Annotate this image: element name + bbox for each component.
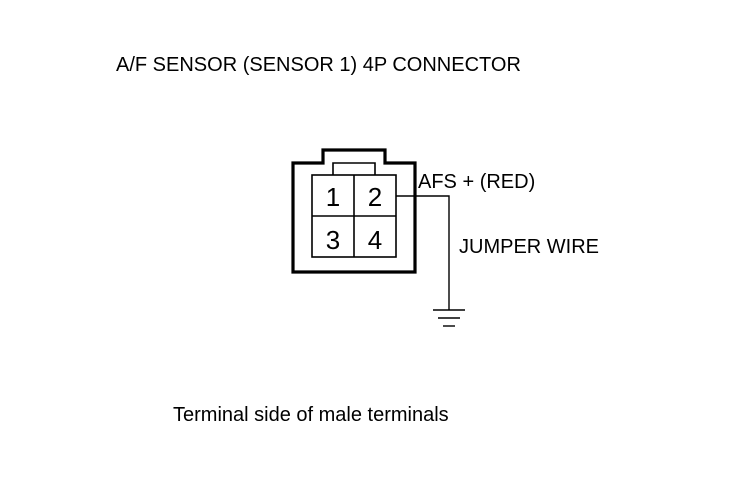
housing-latch (332, 162, 376, 175)
wire-callout: JUMPER WIRE (459, 236, 599, 258)
pin-4-label: 4 (368, 225, 382, 255)
pin-3-label: 3 (326, 225, 340, 255)
pin-1-label: 1 (326, 182, 340, 212)
diagram-title: A/F SENSOR (SENSOR 1) 4P CONNECTOR (116, 54, 521, 76)
diagram-caption: Terminal side of male terminals (173, 404, 449, 426)
terminal-callout: AFS + (RED) (418, 171, 535, 193)
pin-2-label: 2 (368, 182, 382, 212)
ground-icon (433, 309, 465, 327)
housing-outline (291, 148, 417, 274)
connector-housing (291, 148, 417, 274)
jumper-wire (396, 195, 450, 310)
